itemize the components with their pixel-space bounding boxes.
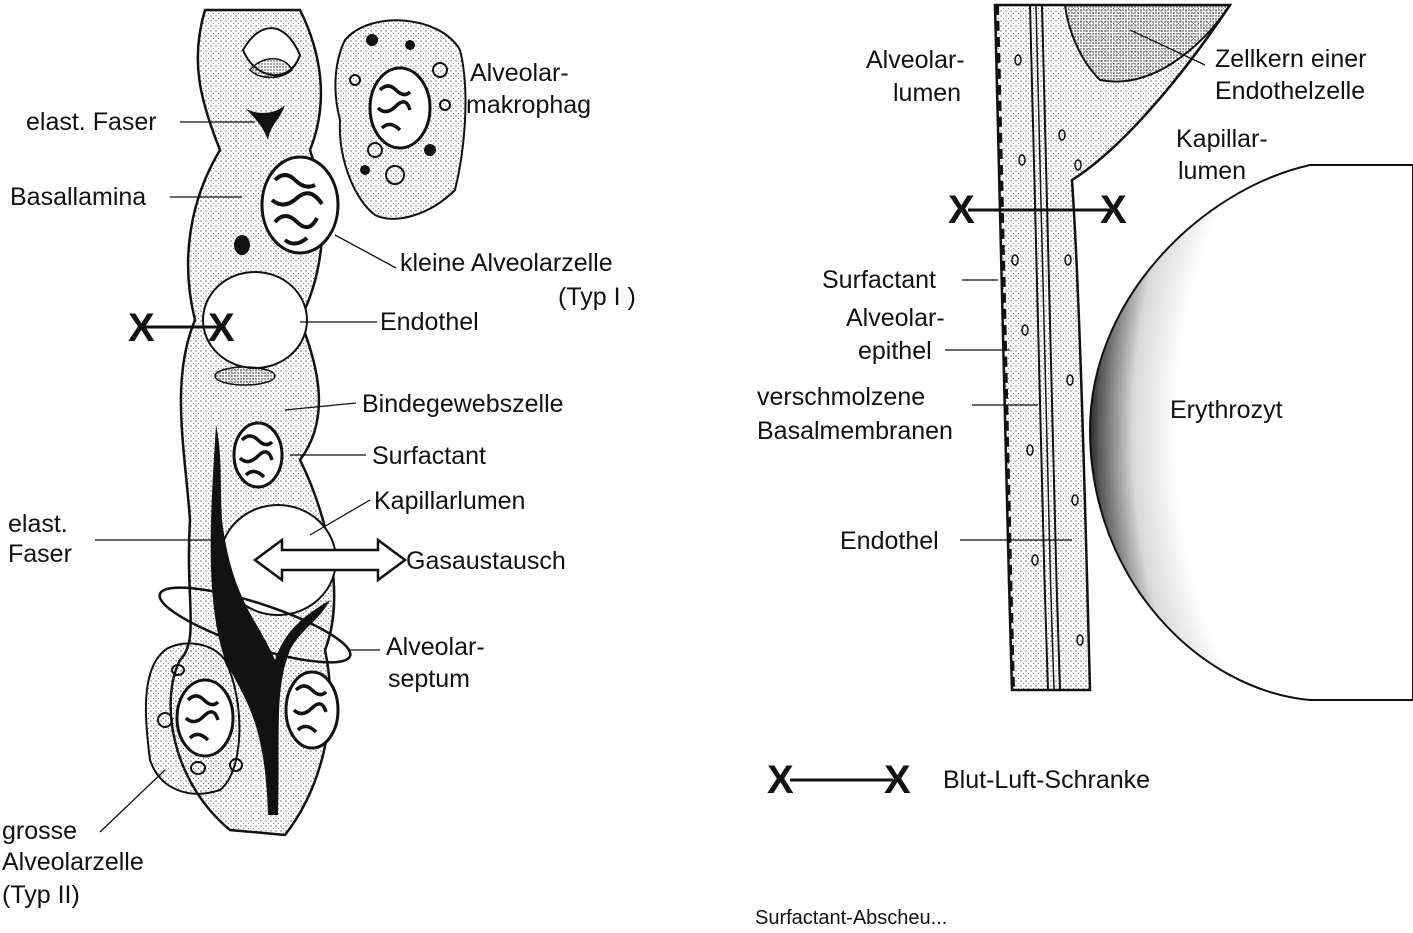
air-blood-barrier-drawing xyxy=(995,5,1413,700)
legend-label: Blut-Luft-Schranke xyxy=(943,765,1150,795)
label-alveolarepithel-1: Alveolar- xyxy=(846,303,945,333)
label-kapillarlumen-right-2: lumen xyxy=(1178,156,1246,186)
label-elast-faser-top: elast. Faser xyxy=(26,107,157,137)
label-surfactant-right: Surfactant xyxy=(822,265,936,295)
label-alveolarepithel-2: epithel xyxy=(858,336,932,366)
alveolar-septum-drawing xyxy=(146,10,357,835)
legend-x-end: X xyxy=(884,760,911,800)
label-elast-faser-left-2: Faser xyxy=(8,539,72,569)
label-basalmembranen-1: verschmolzene xyxy=(757,382,925,412)
label-kleine-alveolarzelle-1: kleine Alveolarzelle xyxy=(400,248,613,278)
label-elast-faser-left-1: elast. xyxy=(8,509,68,539)
label-zellkern-1: Zellkern einer xyxy=(1215,44,1366,74)
label-alveolarmakrophag-1: Alveolar- xyxy=(470,58,569,88)
label-kapillarlumen-right-1: Kapillar- xyxy=(1176,124,1268,154)
label-alveolarmakrophag-2: makrophag xyxy=(466,90,591,120)
label-endothel-right: Endothel xyxy=(840,526,939,556)
right-barrier-x-start: X xyxy=(948,190,975,230)
label-alveolarlumen-2: lumen xyxy=(893,78,961,108)
legend-x-start: X xyxy=(767,760,794,800)
right-barrier-x-end: X xyxy=(1100,190,1127,230)
label-kleine-alveolarzelle-2: (Typ I ) xyxy=(558,282,636,312)
label-zellkern-2: Endothelzelle xyxy=(1215,76,1365,106)
left-barrier-x-start: X xyxy=(128,308,155,348)
label-erythrozyt: Erythrozyt xyxy=(1170,395,1283,425)
label-basallamina: Basallamina xyxy=(10,182,146,212)
alveolar-macrophage-drawing xyxy=(335,20,465,219)
label-gasaustausch: Gasaustausch xyxy=(406,546,566,576)
label-grosse-alveolarzelle-1: grosse xyxy=(2,816,77,846)
label-grosse-alveolarzelle-3: (Typ II) xyxy=(2,880,80,910)
label-alveolarlumen-1: Alveolar- xyxy=(866,45,965,75)
erythrocyte-shape xyxy=(1090,165,1413,700)
label-grosse-alveolarzelle-2: Alveolarzelle xyxy=(2,847,144,877)
left-barrier-x-end: X xyxy=(208,308,235,348)
label-endothel-left: Endothel xyxy=(380,307,479,337)
label-basalmembranen-2: Basalmembranen xyxy=(757,416,953,446)
label-kapillarlumen-left: Kapillarlumen xyxy=(374,486,525,516)
label-alveolarseptum-1: Alveolar- xyxy=(386,632,485,662)
label-bindegewebszelle: Bindegewebszelle xyxy=(362,389,564,419)
label-alveolarseptum-2: septum xyxy=(388,664,470,694)
label-surfactant-left: Surfactant xyxy=(372,441,486,471)
footer-text: Surfactant-Abscheu... xyxy=(755,903,947,933)
